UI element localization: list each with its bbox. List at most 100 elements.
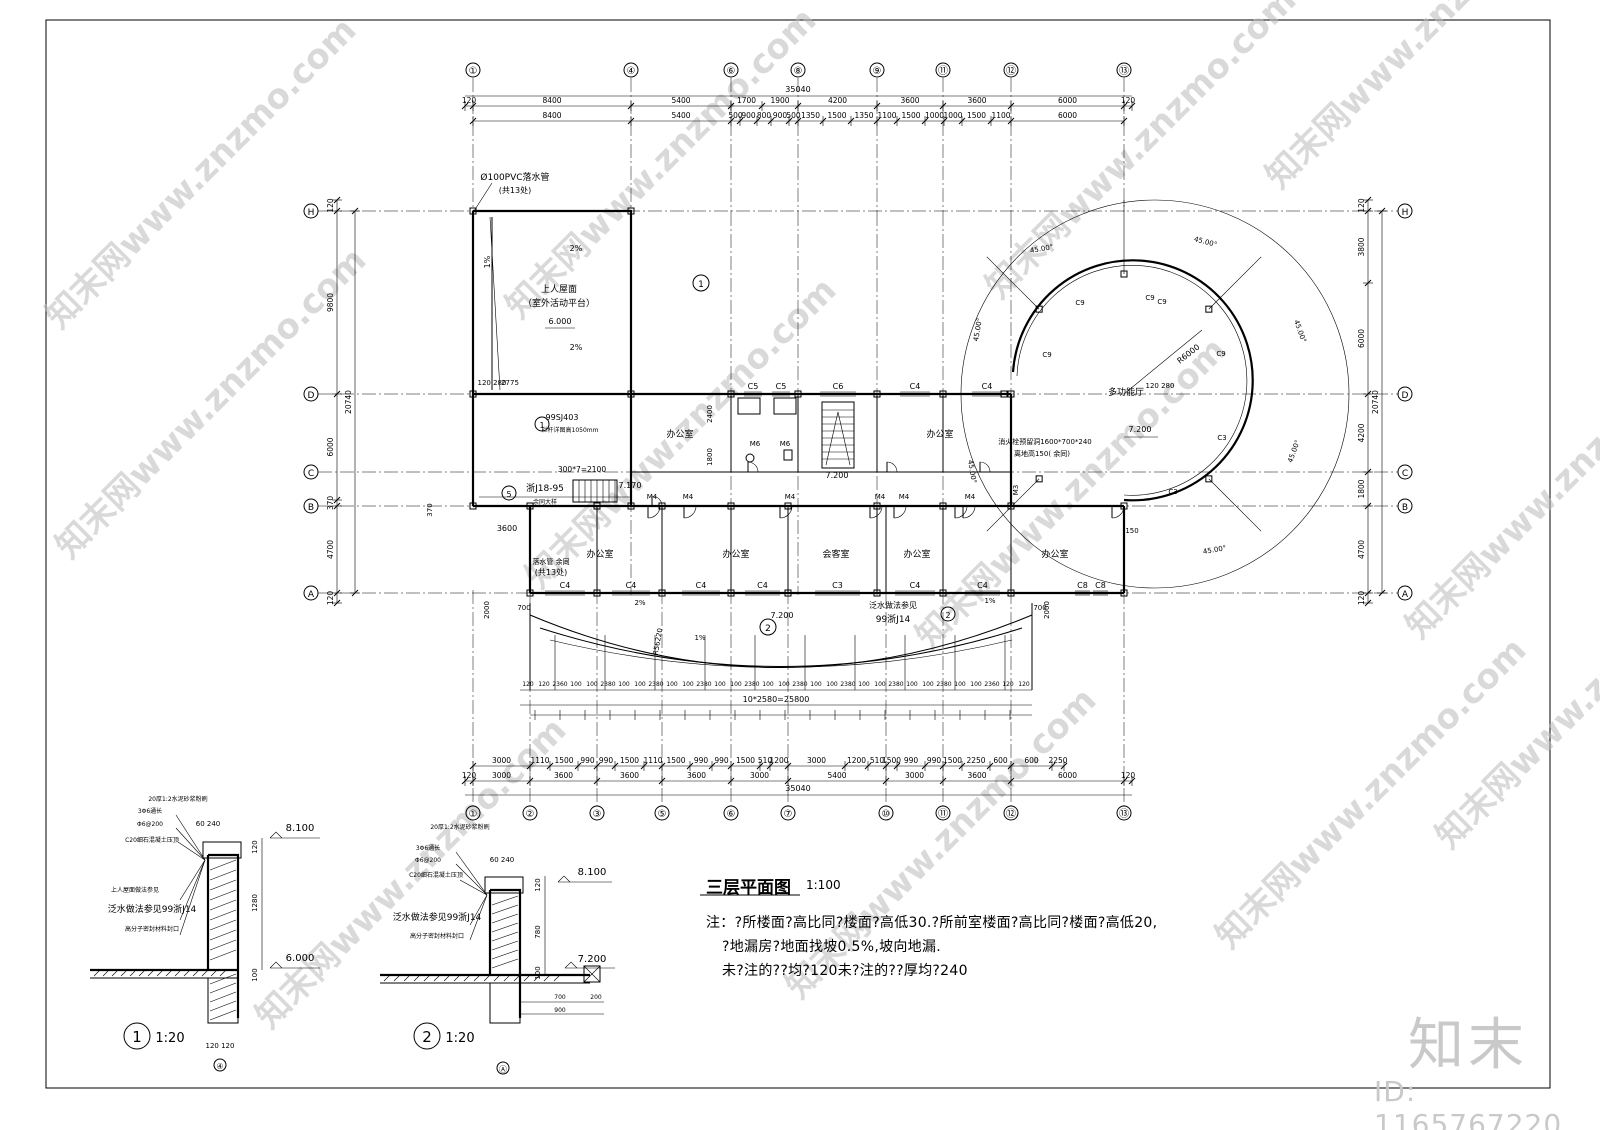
stair-arrow — [825, 411, 851, 466]
d2-dim-b: 200 — [590, 994, 602, 1001]
canopy-dim-text: 2380 — [792, 681, 807, 688]
dim-top-row2-slash — [819, 117, 827, 125]
dim-left-inner-slash — [333, 390, 341, 398]
axis-bubble — [935, 805, 951, 821]
column — [469, 502, 477, 510]
dim-bottom-row1-text: 1500 — [620, 756, 639, 765]
watermark-7: 知末网www.znzmo.com — [1398, 320, 1600, 646]
hall-column — [1035, 305, 1043, 313]
d1-roof-hatch — [129, 969, 137, 977]
door-swing — [747, 461, 759, 473]
column — [627, 502, 635, 510]
column — [469, 390, 477, 398]
std-ref: 99SJ403 — [546, 413, 579, 422]
d2-level2-mark — [564, 961, 578, 969]
dim-top-row1-slash — [939, 102, 947, 110]
dim-left-inner-text: 370 — [326, 496, 335, 511]
dim-left-inner-slash — [333, 496, 341, 504]
axis-label-bottom: ① — [469, 809, 478, 820]
dim-top-row1-text: 120 — [462, 96, 477, 105]
canopy-dim-text: 2360 — [984, 681, 999, 688]
canopy-dim-text: 120 — [538, 681, 550, 688]
d2-seal: 高分子密封材料封口 — [410, 932, 464, 940]
dim-bottom-row2-text: 120 — [1121, 771, 1136, 780]
d1-stirrup: Φ6@200 — [137, 821, 163, 828]
d2-beam — [489, 982, 521, 1024]
dim-top-row2-slash — [785, 117, 793, 125]
d2-leader — [469, 894, 488, 941]
d2-slab-hatch — [533, 974, 541, 982]
canopy-slope: 1% — [984, 597, 995, 605]
pipe-note: 落水管 余同 — [532, 557, 569, 566]
dim-bottom-row1-text: 2250 — [966, 756, 985, 765]
dim-left-inner-slash — [333, 589, 341, 597]
d2-leader — [469, 894, 488, 926]
axis-label-top: ⑧ — [794, 66, 803, 77]
stair-core — [821, 401, 855, 469]
dim-left-total-text: 20740 — [344, 390, 353, 414]
dim-top-row2-slash — [1007, 117, 1015, 125]
callout-number: 5 — [506, 490, 511, 499]
window-c5-label: C5 — [776, 382, 787, 391]
d1-dim-top: 60 240 — [196, 820, 221, 828]
hall-window-label: C9 — [1042, 351, 1051, 359]
d1-hatch — [209, 939, 237, 951]
dim-left-inner-slash — [333, 502, 341, 510]
d2-level2: 7.200 — [578, 954, 607, 965]
d1-leader — [175, 814, 206, 861]
dim-bottom-row2-text: 120 — [462, 771, 477, 780]
misc-dim: 120 280 — [478, 379, 507, 387]
dim-right-inner-text: 120 — [1357, 198, 1366, 213]
axis-bubble — [1116, 62, 1132, 78]
d1-level2: 6.000 — [286, 953, 315, 964]
canopy-dim-text: 100 — [906, 681, 918, 688]
d2-hatch — [491, 904, 519, 915]
column — [939, 502, 947, 510]
axis-bubble — [623, 62, 639, 78]
hall-angle-label: 45.00° — [1286, 439, 1302, 464]
canopy-dim-text: 100 — [810, 681, 822, 688]
d1-level1-mark — [269, 831, 283, 839]
d2-slab-hatch — [423, 974, 431, 982]
d2-small-beam — [583, 965, 601, 983]
note-line-1: 注：?所楼面?高比同?楼面?高低30.?所前室楼面?高比同?楼面?高低20, — [706, 915, 1158, 931]
callout-circle — [759, 618, 777, 636]
column — [593, 502, 601, 510]
dim-top-row1-slash — [1007, 102, 1015, 110]
d2-slab-hatch — [393, 974, 401, 982]
misc-dim-700: 700 — [517, 604, 530, 612]
axis-bubble — [780, 805, 796, 821]
door-label: M4 — [683, 493, 694, 501]
column — [1007, 589, 1015, 597]
dim-top-row1-slash — [461, 102, 469, 110]
dim-right-inner-text: 4700 — [1357, 540, 1366, 559]
d2-dim-top: 60 240 — [490, 856, 515, 864]
axis-bubble — [465, 805, 481, 821]
column — [526, 589, 534, 597]
axis-label-right: A — [1402, 590, 1409, 600]
dim-top-row1-text: 3600 — [967, 96, 986, 105]
dim-bottom-row1-text: 510 — [758, 756, 773, 765]
d1-level1: 8.100 — [286, 823, 315, 834]
canopy-dim-text: 100 — [858, 681, 870, 688]
dim-top-row2-slash — [940, 117, 948, 125]
dim-bottom-row1-slash — [893, 762, 901, 770]
misc-dim-2000: 2000 — [1043, 601, 1051, 619]
plan-title: 三层平面图 — [706, 878, 791, 898]
dim-top-row1-slash — [873, 102, 881, 110]
axis-bubble — [1397, 386, 1413, 402]
drainpipe-label: Ø100PVC落水管 — [480, 171, 549, 183]
dim-bottom-row1-slash — [882, 762, 890, 770]
door-swing — [1111, 505, 1125, 519]
axis-bubble — [654, 805, 670, 821]
axis-bubble — [723, 62, 739, 78]
dim-bottom-row1-slash — [658, 762, 666, 770]
axis-bubble — [1003, 805, 1019, 821]
door-label: M4 — [965, 493, 976, 501]
d1-coping — [202, 841, 242, 859]
dim-top-row2-text: 1100 — [877, 111, 896, 120]
column — [727, 390, 735, 398]
d1-hatch — [209, 949, 237, 961]
axis-label-top: ⑨ — [873, 66, 882, 77]
d2-level1-mark — [557, 875, 571, 883]
